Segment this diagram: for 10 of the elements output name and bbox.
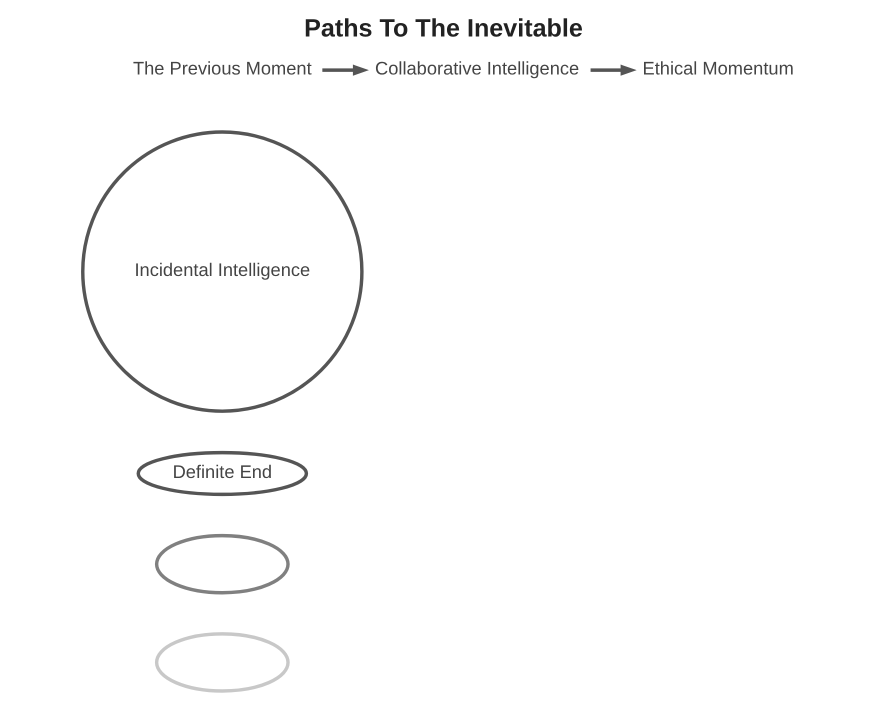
diagram-title: Paths To The Inevitable (304, 14, 582, 43)
node-ellipse (154, 632, 290, 693)
node-text: The Previous Moment (132, 57, 312, 78)
arrow (590, 64, 636, 76)
node-ellipse: Definite End (136, 450, 308, 496)
node-text: Collaborative Intelligence (374, 57, 579, 78)
node-circle: Incidental Intelligence (80, 130, 364, 413)
node-ellipse (154, 534, 290, 594)
arrow (322, 64, 368, 76)
node-text: Ethical Momentum (642, 57, 794, 78)
